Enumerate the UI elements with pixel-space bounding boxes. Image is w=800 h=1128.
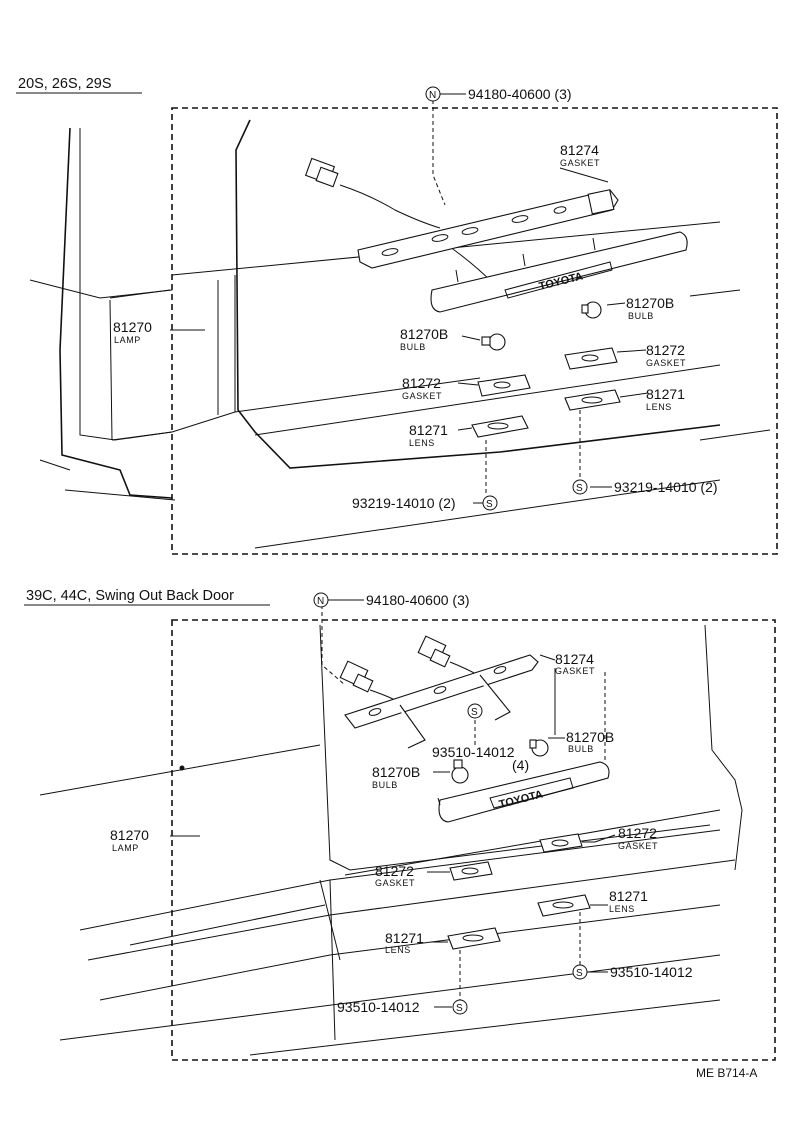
bottom-lens-right-number: 81271 [609, 888, 648, 904]
bottom-gasket-right-name: GASKET [618, 841, 658, 851]
svg-text:N: N [317, 596, 324, 607]
top-connector [304, 157, 496, 286]
top-lens-right-number: 81271 [646, 386, 685, 402]
bottom-gasket-right-part [539, 833, 583, 853]
bottom-frame [171, 619, 776, 1061]
top-screw-left-symbol-icon [482, 495, 498, 511]
top-bulb-left-number: 81270B [400, 326, 448, 342]
bottom-screw-center-qty: (4) [512, 757, 529, 773]
top-screw-right-symbol-icon [572, 479, 588, 495]
bottom-lens-left-name: LENS [385, 945, 411, 955]
bottom-bulb-left-part [451, 759, 469, 784]
top-gasket-81274-part [357, 189, 619, 269]
bottom-screw-center-symbol-icon [467, 703, 483, 719]
bottom-section: 39C, 44C, Swing Out Back Door [24, 588, 776, 1061]
bottom-bulb-left-name: BULB [372, 780, 398, 790]
bottom-lens-left-number: 81271 [385, 930, 424, 946]
bottom-lens-left-part [447, 927, 501, 950]
bottom-bulb-right-number: 81270B [566, 729, 614, 745]
bottom-screw-right-part-number: 93510-14012 [610, 964, 693, 980]
top-lamp-name: LAMP [114, 335, 141, 345]
top-gasket-81274-name: GASKET [560, 158, 600, 168]
top-bulb-right-number: 81270B [626, 295, 674, 311]
bottom-nut-callout: N 94180-40600 (3) [313, 592, 470, 608]
top-lens-left-name: LENS [409, 438, 435, 448]
top-gasket-right-name: GASKET [646, 358, 686, 368]
bottom-nut-leader [321, 605, 346, 686]
top-bulb-right-name: BULB [628, 311, 654, 321]
top-gasket-left-name: GASKET [402, 391, 442, 401]
top-lens-right-name: LENS [646, 402, 672, 412]
top-bulb-left-part [481, 333, 506, 351]
bottom-gasket-right-number: 81272 [618, 825, 657, 841]
top-section-heading: 20S, 26S, 29S [18, 76, 112, 92]
figure-code: ME B714-A [696, 1066, 757, 1080]
svg-text:S: S [486, 499, 493, 510]
bottom-lamp-name: LAMP [112, 843, 139, 853]
top-screw-left-part-number: 93219-14010 (2) [352, 495, 456, 511]
bottom-screw-left-part-number: 93510-14012 [337, 999, 420, 1015]
bottom-gasket-81274-name: GASKET [555, 666, 595, 676]
bottom-gasket-81274-number: 81274 [555, 651, 594, 667]
bottom-section-heading: 39C, 44C, Swing Out Back Door [26, 588, 234, 604]
top-lens-right-part [564, 389, 621, 411]
bottom-screw-center-part-number: 93510-14012 [432, 744, 515, 760]
bottom-screw-right-symbol-icon [572, 964, 588, 980]
bottom-screw-left-symbol-icon [452, 999, 468, 1015]
bottom-gasket-left-number: 81272 [375, 863, 414, 879]
bottom-lens-right-part [537, 894, 591, 917]
svg-text:S: S [456, 1003, 463, 1014]
top-screw-right-part-number: 93219-14010 (2) [614, 479, 718, 495]
top-nut-part-number: 94180-40600 (3) [468, 86, 572, 102]
svg-text:N: N [429, 90, 436, 101]
bottom-lamp-number: 81270 [110, 827, 149, 843]
bottom-gasket-left-name: GASKET [375, 878, 415, 888]
svg-text:S: S [471, 707, 478, 718]
svg-text:S: S [576, 483, 583, 494]
bottom-nut-part-number: 94180-40600 (3) [366, 592, 470, 608]
top-gasket-left-part [477, 374, 531, 397]
top-gasket-81274-number: 81274 [560, 142, 599, 158]
bottom-vehicle-body [39, 624, 743, 1056]
svg-text:S: S [576, 968, 583, 979]
top-section: 20S, 26S, 29S [16, 76, 778, 555]
bottom-bulb-left-number: 81270B [372, 764, 420, 780]
bottom-gasket-81274-part [344, 654, 539, 749]
top-nut-callout: N 94180-40600 (3) [425, 86, 572, 102]
bottom-connectors [339, 635, 479, 701]
bottom-bulb-right-part [529, 739, 549, 757]
bottom-lens-right-name: LENS [609, 904, 635, 914]
top-gasket-right-part [564, 347, 618, 370]
bottom-bulb-right-name: BULB [568, 744, 594, 754]
top-bulb-right-part [581, 301, 602, 319]
top-lamp-number: 81270 [113, 319, 152, 335]
top-lens-left-part [471, 415, 529, 438]
top-lens-left-number: 81271 [409, 422, 448, 438]
top-frame [171, 107, 778, 555]
top-gasket-left-number: 81272 [402, 375, 441, 391]
top-nut-leader [432, 100, 446, 206]
top-bulb-left-name: BULB [400, 342, 426, 352]
bottom-gasket-left-part [449, 861, 493, 881]
top-gasket-right-number: 81272 [646, 342, 685, 358]
